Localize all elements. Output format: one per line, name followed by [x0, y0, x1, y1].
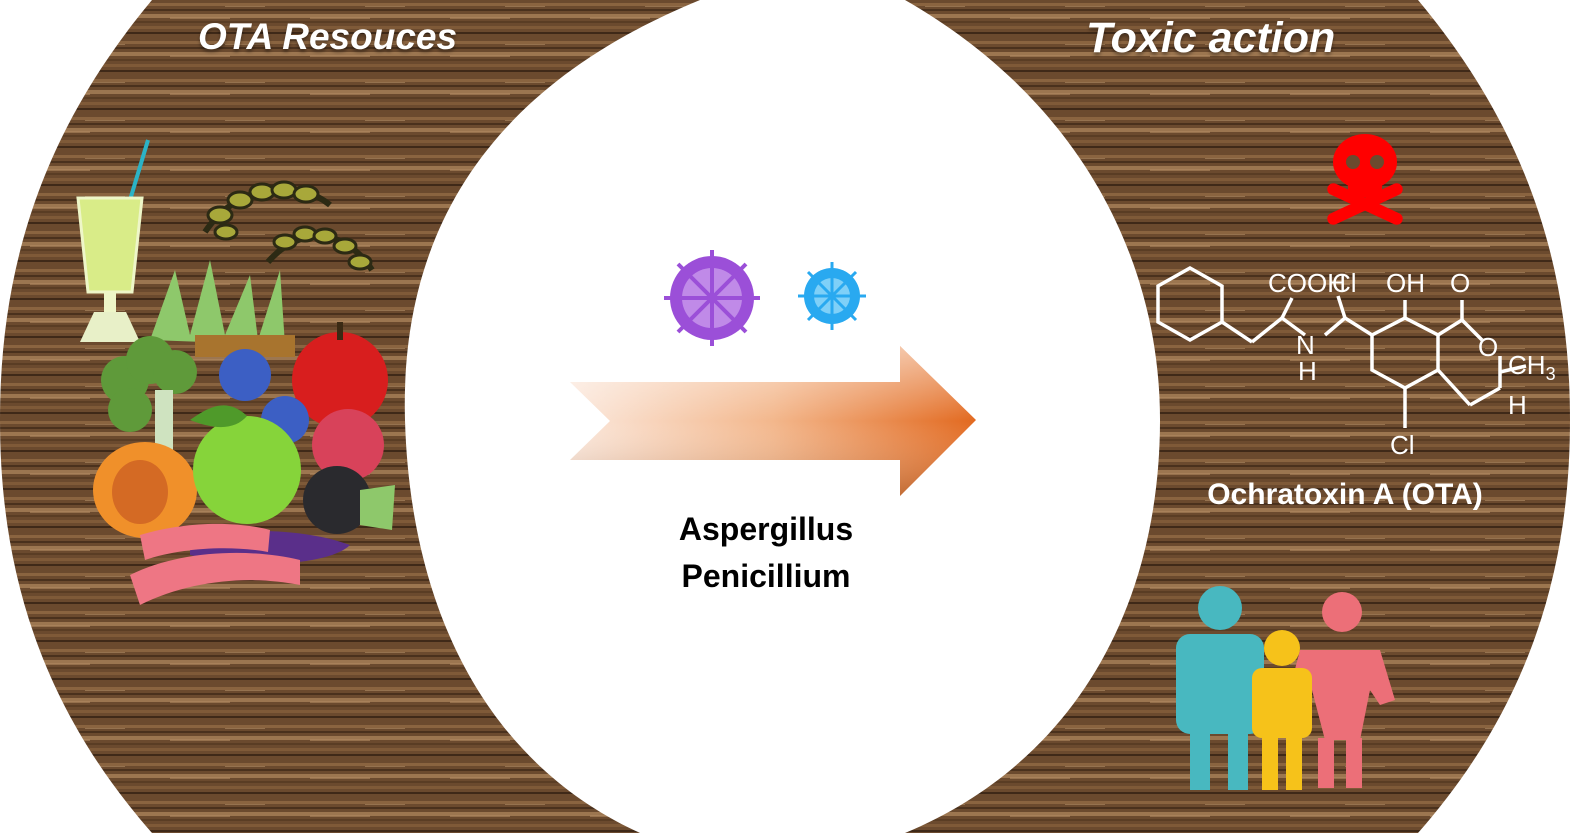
fruit-vegetable-pile-icon	[93, 260, 395, 605]
family-icon	[1176, 586, 1395, 790]
atom-o-carbonyl: O	[1450, 268, 1471, 298]
atom-h-stereo: H	[1508, 390, 1527, 420]
virus-icon	[798, 262, 866, 330]
fungus-name-aspergillus: Aspergillus	[678, 511, 854, 547]
juice-glass-icon	[76, 139, 150, 342]
virus-icon	[664, 250, 760, 346]
atom-n: N	[1296, 330, 1315, 360]
toxin-name: Ochratoxin A (OTA)	[1207, 478, 1483, 511]
process-arrow	[570, 346, 976, 496]
atom-h-amide: H	[1298, 356, 1317, 386]
skull-crossbones-icon	[1327, 134, 1403, 225]
atom-o-ring: O	[1478, 332, 1499, 362]
fungus-name-penicillium: Penicillium	[681, 558, 851, 594]
atom-cl-top: Cl	[1332, 268, 1357, 298]
ota-resources-title: OTA Resouces	[198, 16, 458, 57]
atom-ch3: CH3	[1508, 350, 1556, 385]
grain-icon	[202, 180, 375, 272]
atom-cooh: COOH	[1268, 268, 1346, 298]
ochratoxin-structure	[1156, 265, 1527, 428]
atom-oh: OH	[1386, 268, 1425, 298]
atom-cl-bottom: Cl	[1390, 430, 1415, 460]
toxic-action-title: Toxic action	[1086, 14, 1336, 62]
